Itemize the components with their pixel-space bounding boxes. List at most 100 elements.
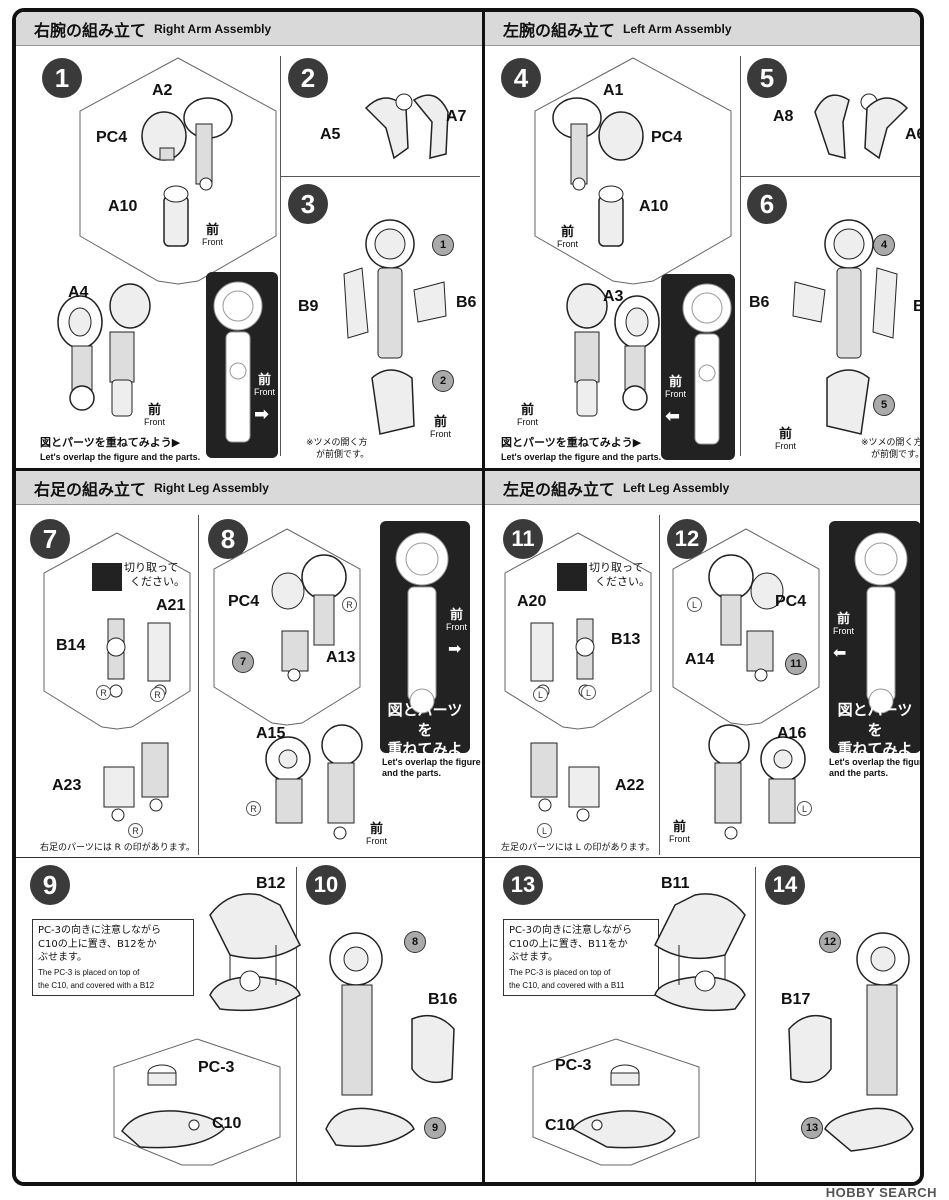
divider bbox=[740, 56, 741, 456]
step-number: 6 bbox=[747, 184, 787, 224]
claw-note: ※ツメの開く方が前側です。 bbox=[306, 438, 370, 460]
section-right-leg: 右足の組み立て Right Leg Assembly 7 8 9 10 切り取っ… bbox=[16, 471, 482, 1182]
step-number: 8 bbox=[208, 519, 248, 559]
step-number: 13 bbox=[503, 865, 543, 905]
part-label: B9 bbox=[298, 298, 319, 315]
section-title-en: Left Arm Assembly bbox=[623, 21, 732, 36]
part-label: B6 bbox=[456, 294, 477, 311]
step-number: 7 bbox=[30, 519, 70, 559]
part-label: B12 bbox=[256, 875, 286, 892]
section-header: 左足の組み立て Left Leg Assembly bbox=[485, 471, 920, 505]
part-drawing-forearm bbox=[343, 219, 447, 435]
section-right-arm: 右腕の組み立て Right Arm Assembly 1 2 3 A2 PC4 … bbox=[16, 12, 482, 468]
overlap-caption-jp: 図とパーツを重ねてみよう bbox=[837, 701, 913, 778]
section-title-jp: 右腕の組み立て bbox=[34, 20, 147, 40]
part-label: PC4 bbox=[96, 129, 128, 146]
part-drawing-a5-a7 bbox=[364, 93, 449, 160]
part-drawing-forearm bbox=[792, 219, 898, 435]
arrow-left-icon: ⬅ bbox=[665, 406, 681, 426]
step-number: 12 bbox=[667, 519, 707, 559]
arm-silhouette bbox=[213, 281, 263, 443]
r-mark: R bbox=[342, 597, 357, 612]
part-drawing-pc4-a13 bbox=[271, 554, 347, 682]
part-label: A4 bbox=[68, 284, 89, 301]
callout-outline bbox=[504, 532, 652, 730]
part-label: A15 bbox=[256, 725, 286, 742]
r-mark: R bbox=[246, 801, 261, 816]
part-label: PC4 bbox=[651, 129, 683, 146]
callout-outline bbox=[113, 1038, 281, 1166]
l-mark: L bbox=[581, 685, 596, 700]
part-drawing-arm-assembled bbox=[566, 283, 660, 417]
arrow-right-icon: ➡ bbox=[448, 641, 462, 658]
reference-marker: 4 bbox=[873, 234, 895, 256]
reference-marker: 9 bbox=[424, 1117, 446, 1139]
part-label: A6 bbox=[905, 126, 924, 143]
part-label: B6 bbox=[749, 294, 770, 311]
part-drawing-shoulder bbox=[141, 97, 233, 191]
l-mark: L bbox=[533, 687, 548, 702]
leg-note: 右足のパーツには R の印があります。 bbox=[40, 843, 195, 853]
part-label: B11 bbox=[661, 875, 690, 892]
section-title-en: Left Leg Assembly bbox=[623, 480, 730, 495]
r-mark: R bbox=[150, 687, 165, 702]
divider bbox=[296, 867, 297, 1182]
step-number: 1 bbox=[42, 58, 82, 98]
part-label: PC4 bbox=[775, 593, 807, 610]
part-label: B14 bbox=[56, 637, 86, 654]
part-drawing-a14-pc4 bbox=[708, 554, 784, 682]
part-drawing-pc3-c10 bbox=[571, 1064, 676, 1149]
pc3-note: PC-3の向きに注意しながら C10の上に置き、B11をか ぶせます。 The … bbox=[503, 919, 659, 997]
part-label: A10 bbox=[108, 198, 138, 215]
part-label: C10 bbox=[545, 1117, 575, 1134]
section-title-jp: 右足の組み立て bbox=[34, 479, 147, 499]
part-label: A23 bbox=[52, 777, 82, 794]
part-label: PC4 bbox=[228, 593, 260, 610]
section-header: 左腕の組み立て Left Arm Assembly bbox=[485, 12, 920, 46]
part-label: A8 bbox=[773, 108, 794, 125]
arm-silhouette bbox=[682, 283, 732, 445]
leg-silhouette bbox=[854, 532, 908, 714]
step-number: 5 bbox=[747, 58, 787, 98]
section-left-leg: 左足の組み立て Left Leg Assembly 11 12 13 14 切り… bbox=[485, 471, 920, 1182]
overlap-caption-jp: 図とパーツを重ねてみよう bbox=[387, 701, 463, 778]
part-drawing-leg-foot bbox=[788, 932, 914, 1152]
l-mark: L bbox=[687, 597, 702, 612]
part-label: A5 bbox=[320, 126, 341, 143]
part-drawing-a20-b13 bbox=[530, 618, 595, 698]
part-drawing-a8-a6 bbox=[814, 93, 909, 160]
leg-note: 左足のパーツには L の印があります。 bbox=[501, 843, 655, 853]
part-drawing-b11-assembly bbox=[654, 893, 746, 1012]
part-label: A13 bbox=[326, 649, 356, 666]
section-title-jp: 左腕の組み立て bbox=[503, 20, 616, 40]
section-header: 右腕の組み立て Right Arm Assembly bbox=[16, 12, 482, 46]
claw-note: ※ツメの開く方が前側です。 bbox=[861, 438, 924, 460]
step-number: 10 bbox=[306, 865, 346, 905]
step-number: 4 bbox=[501, 58, 541, 98]
l-mark: L bbox=[797, 801, 812, 816]
part-drawing-a15 bbox=[265, 724, 363, 840]
divider bbox=[659, 515, 660, 855]
part-label: A16 bbox=[777, 725, 807, 742]
part-label: B9 bbox=[913, 298, 924, 315]
r-mark: R bbox=[128, 823, 143, 838]
instruction-sheet: 右腕の組み立て Right Arm Assembly 1 2 3 A2 PC4 … bbox=[12, 8, 924, 1186]
overlap-caption-jp: 図とパーツを重ねてみよう▶ bbox=[501, 436, 642, 449]
callout-outline bbox=[213, 528, 361, 726]
part-label: A22 bbox=[615, 777, 645, 794]
part-label: PC-3 bbox=[555, 1057, 592, 1074]
callout-outline bbox=[43, 532, 191, 730]
r-mark: R bbox=[96, 685, 111, 700]
divider bbox=[280, 176, 480, 177]
section-left-arm: 左腕の組み立て Left Arm Assembly 4 5 6 A1 PC4 A… bbox=[485, 12, 924, 468]
part-label: B13 bbox=[611, 631, 641, 648]
